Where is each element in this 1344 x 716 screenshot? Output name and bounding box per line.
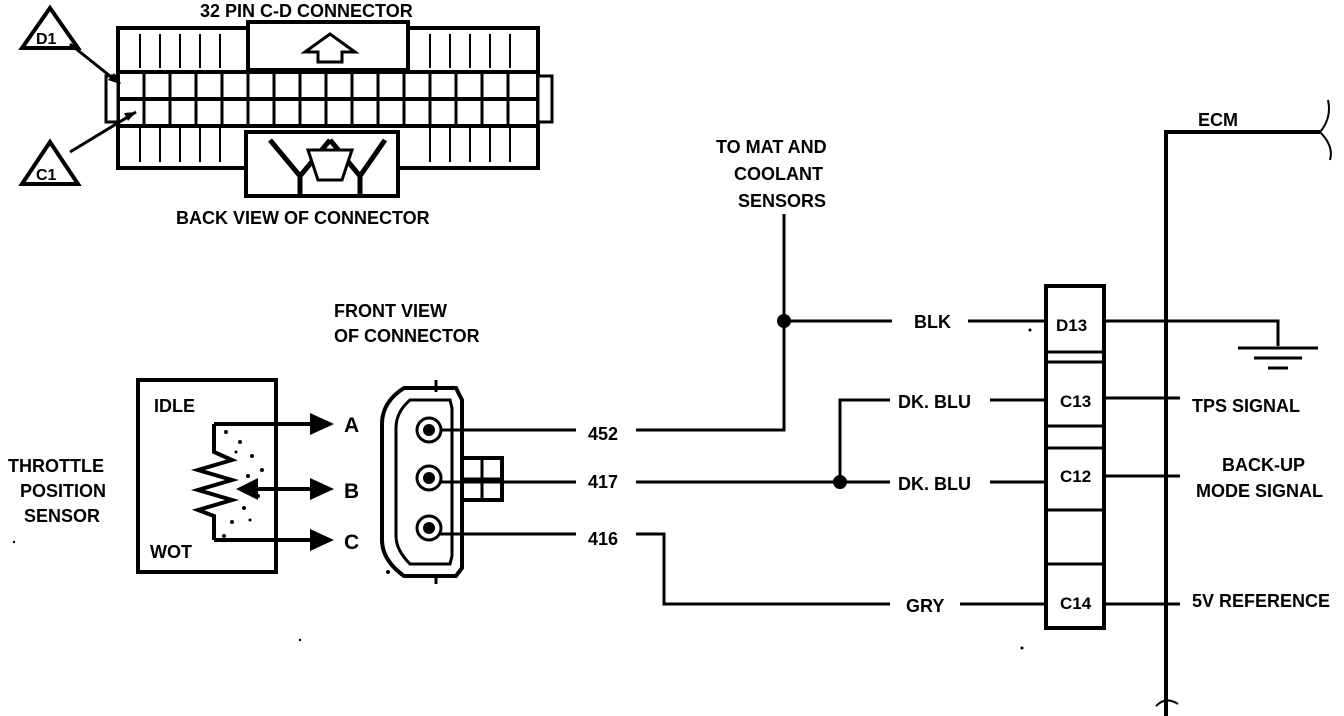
connector-title: 32 PIN C-D CONNECTOR xyxy=(200,1,413,21)
signal-tps: TPS SIGNAL xyxy=(1192,396,1300,416)
terminal-c: C xyxy=(344,531,359,554)
signal-backup-1: BACK-UP xyxy=(1222,455,1305,475)
ecm-connector xyxy=(1044,284,1106,630)
sensor-body xyxy=(136,378,278,574)
wire-blk: BLK xyxy=(914,312,951,332)
marker-d1: D1 xyxy=(36,31,57,48)
terminal-a: A xyxy=(344,414,359,437)
wire-gry: GRY xyxy=(906,596,944,616)
ecm-label: ECM xyxy=(1198,110,1238,130)
front-caption-1: FRONT VIEW xyxy=(334,301,447,321)
pin-d13: D13 xyxy=(1056,316,1087,335)
wire-dk-blu-top: DK. BLU xyxy=(898,392,971,412)
sensor-label-1: THROTTLE xyxy=(8,456,104,476)
mat-coolant-line-3: SENSORS xyxy=(738,191,826,211)
splice-dk-blu xyxy=(833,475,847,489)
ground-icon xyxy=(1238,346,1318,370)
tps-connector-front-view: FRONT VIEW OF CONNECTOR xyxy=(334,301,504,584)
terminal-b: B xyxy=(344,480,359,503)
idle-label: IDLE xyxy=(154,396,195,416)
pin-c13: C13 xyxy=(1060,392,1091,411)
sensor-label-3: SENSOR xyxy=(24,506,100,526)
ecm: ECM D13 C13 C12 C14 TPS SIGNAL BACK-UP M… xyxy=(1044,99,1332,716)
wiring xyxy=(440,214,1046,606)
wire-dk-blu-bottom: DK. BLU xyxy=(898,474,971,494)
circuit-416: 416 xyxy=(588,529,618,549)
connector-back-caption: BACK VIEW OF CONNECTOR xyxy=(176,208,430,228)
mat-coolant-line-1: TO MAT AND xyxy=(716,137,827,157)
resistor-symbol xyxy=(190,424,240,540)
throttle-position-sensor: THROTTLE POSITION SENSOR IDLE WOT A B C xyxy=(8,378,359,574)
pin-c14: C14 xyxy=(1060,594,1092,613)
mat-coolant-line-2: COOLANT xyxy=(734,164,823,184)
signal-backup-2: MODE SIGNAL xyxy=(1196,481,1323,501)
signal-5v-ref: 5V REFERENCE xyxy=(1192,591,1330,611)
wot-label: WOT xyxy=(150,542,192,562)
marker-c1: C1 xyxy=(36,167,57,184)
c-d-connector-back-view: 32 PIN C-D CONNECTOR xyxy=(18,1,554,228)
pin-c12: C12 xyxy=(1060,467,1091,486)
circuit-417: 417 xyxy=(588,472,618,492)
sensor-label-2: POSITION xyxy=(20,481,106,501)
circuit-452: 452 xyxy=(588,424,618,444)
front-caption-2: OF CONNECTOR xyxy=(334,326,480,346)
splice-mat-coolant xyxy=(777,314,791,328)
